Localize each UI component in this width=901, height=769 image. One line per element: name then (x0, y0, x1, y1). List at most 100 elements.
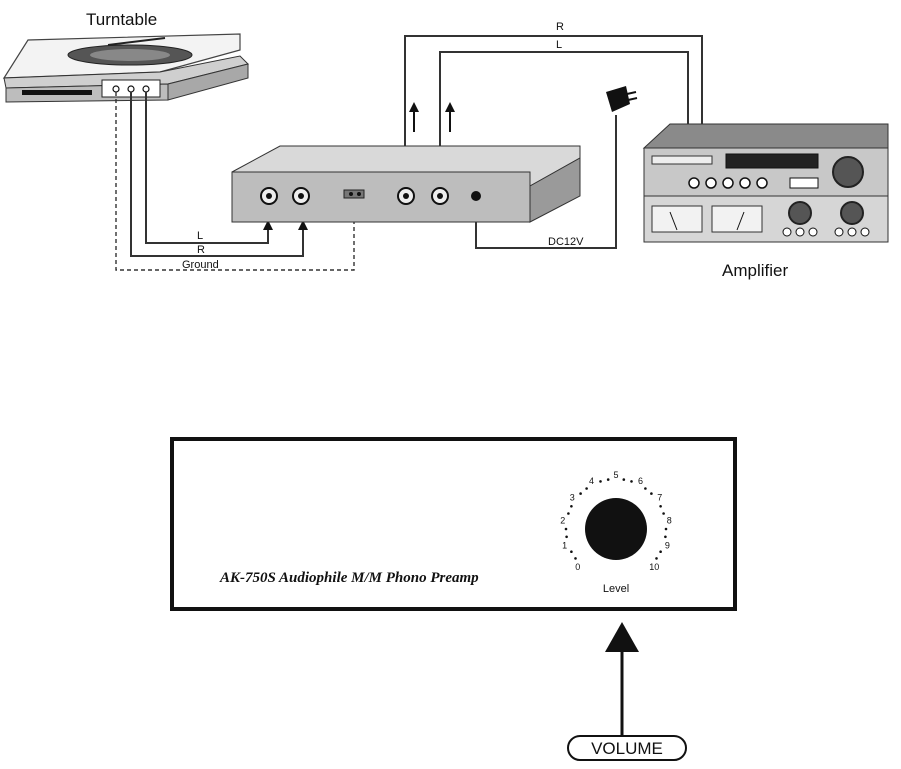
amp-button-3 (722, 177, 734, 189)
adapter-body (606, 86, 630, 112)
level-tick-dot (644, 487, 647, 490)
level-tick-dot (570, 505, 573, 508)
wire-label-l-top: L (556, 39, 562, 51)
amp-knob-1 (788, 201, 812, 225)
input-jack-l-center (266, 193, 272, 199)
amp-tuning-knob (832, 156, 864, 188)
amp-vu-meter-right (711, 205, 763, 233)
level-tick-dot (662, 512, 665, 515)
arrow-input-r (298, 220, 308, 230)
preamp-rear-panel (231, 171, 531, 223)
volume-arrow-head (605, 622, 639, 652)
level-tick-dot (567, 512, 570, 515)
output-jack-l-center (437, 193, 443, 199)
level-tick-dot (574, 557, 577, 560)
amp-tuner-strip (651, 155, 713, 165)
level-tick-label: 1 (562, 541, 567, 551)
level-tick-dot (664, 527, 668, 531)
level-tick-dot (659, 550, 662, 553)
level-tick-dot (579, 492, 582, 495)
amp-button-1 (688, 177, 700, 189)
level-tick-label: 8 (667, 516, 672, 526)
wire-l (145, 92, 269, 244)
level-scale: 0 1 2 3 4 5 6 7 8 9 10 (560, 470, 672, 572)
wire-label-l: L (197, 230, 203, 242)
wire-label-ground: Ground (182, 259, 219, 271)
adapter-prong-2 (627, 97, 638, 101)
power-adapter (606, 86, 638, 112)
dc-jack (471, 191, 481, 201)
preamp-box (231, 145, 581, 223)
level-tick-dot (564, 527, 568, 531)
model-name: AK-750S Audiophile M/M Phono Preamp (219, 570, 479, 586)
front-panel: AK-750S Audiophile M/M Phono Preamp 0 1 2 3… (170, 437, 737, 611)
wire-out-r (404, 35, 703, 170)
wire-label-r: R (197, 244, 205, 256)
adapter-prong-1 (626, 91, 637, 95)
amp-display (725, 153, 819, 169)
amp-small-knob-6 (860, 227, 870, 237)
amp-top (642, 123, 889, 149)
level-tick-dot (570, 550, 573, 553)
amp-small-knob-2 (795, 227, 805, 237)
turntable-slot (22, 90, 92, 95)
level-tick-dot (599, 480, 602, 483)
amp-switch (789, 177, 819, 189)
amp-small-knob-5 (847, 227, 857, 237)
output-jack-r-center (403, 193, 409, 199)
level-label: Level (603, 583, 629, 595)
ground-terminal (343, 189, 365, 199)
level-tick-dot (664, 535, 667, 539)
level-tick-label: 5 (613, 470, 618, 480)
wire-r (130, 92, 304, 257)
arrow-input-l (263, 220, 273, 230)
amp-small-knob-4 (834, 227, 844, 237)
level-tick-label: 9 (665, 541, 670, 551)
level-tick-dot (650, 492, 653, 495)
level-tick-label: 6 (638, 476, 643, 486)
amplifier: Amplifier (642, 123, 889, 280)
amp-small-knob-1 (782, 227, 792, 237)
wire-ground (115, 92, 355, 271)
ground-terminal-post-1 (349, 192, 353, 196)
amp-vu-meter-left (651, 205, 703, 233)
level-tick-label: 0 (575, 562, 580, 572)
ground-terminal-post-2 (357, 192, 361, 196)
level-tick-label: 2 (560, 516, 565, 526)
level-tick-label: 4 (589, 476, 594, 486)
amp-vu-needle-left (669, 211, 678, 231)
level-tick-dot (622, 478, 626, 481)
arrow-output-l (445, 102, 455, 112)
level-tick-dot (655, 557, 658, 560)
level-tick-label: 10 (649, 562, 659, 572)
level-tick-dot (585, 487, 588, 490)
turntable-jack-ground (112, 85, 120, 93)
level-tick-label: 3 (570, 492, 575, 502)
amp-knob-2 (840, 201, 864, 225)
input-jack-r-center (298, 193, 304, 199)
level-tick-dot (606, 478, 610, 481)
wire-out-l (439, 51, 689, 170)
level-tick-dot (659, 505, 662, 508)
turntable: Turntable (2, 10, 249, 103)
amplifier-label: Amplifier (722, 261, 788, 280)
amp-button-2 (705, 177, 717, 189)
turntable-record (90, 49, 170, 61)
amp-small-knob-3 (808, 227, 818, 237)
turntable-label: Turntable (86, 10, 157, 29)
wire-label-dc: DC12V (548, 236, 584, 248)
level-knob (585, 498, 647, 560)
arrow-output-r (409, 102, 419, 112)
wire-label-r-top: R (556, 21, 564, 33)
tonearm (107, 37, 166, 46)
level-tick-dot (565, 535, 568, 539)
volume-callout-box (567, 735, 687, 761)
amp-vu-needle-right (736, 211, 745, 231)
amp-button-5 (756, 177, 768, 189)
amp-button-4 (739, 177, 751, 189)
level-tick-dot (630, 480, 633, 483)
volume-callout: VOLUME (591, 739, 663, 758)
level-tick-label: 7 (657, 492, 662, 502)
turntable-base-side (167, 63, 249, 101)
